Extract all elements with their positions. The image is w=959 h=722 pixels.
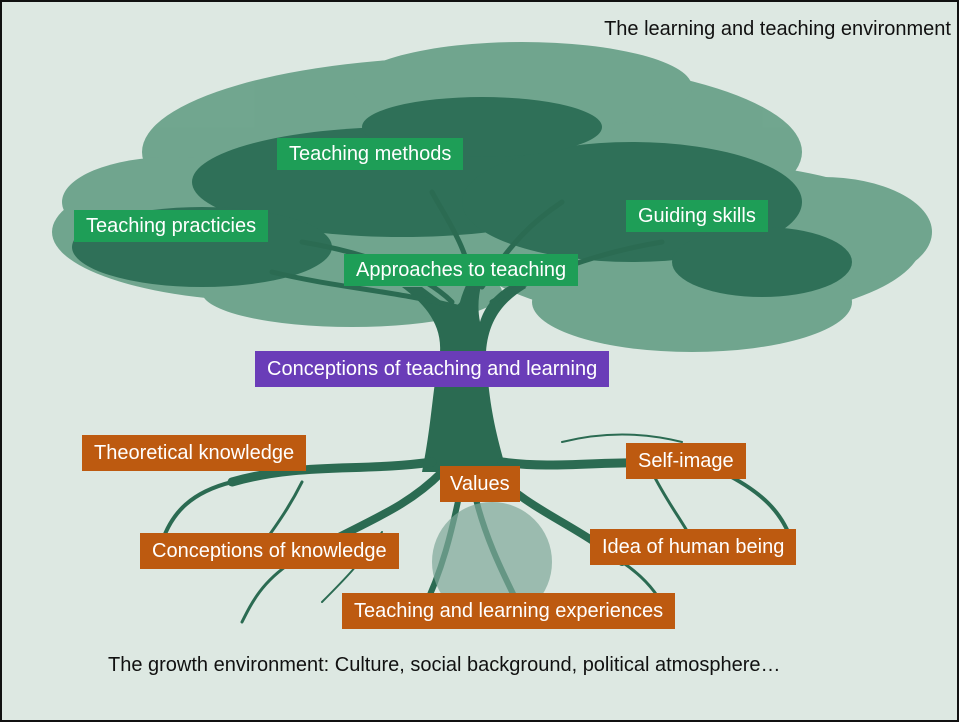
label-conceptions-of-knowledge: Conceptions of knowledge — [140, 533, 399, 569]
label-values: Values — [440, 466, 520, 502]
label-self-image: Self-image — [626, 443, 746, 479]
slide-title: The learning and teaching environment — [604, 18, 951, 40]
label-idea-of-human-being: Idea of human being — [590, 529, 797, 565]
label-guiding-skills: Guiding skills — [626, 200, 768, 232]
label-theoretical-knowledge: Theoretical knowledge — [82, 435, 307, 471]
slide-footer: The growth environment: Culture, social … — [108, 654, 781, 676]
label-teaching-methods: Teaching methods — [277, 138, 464, 170]
label-teaching-and-learning-experiences: Teaching and learning experiences — [342, 593, 676, 629]
label-teaching-practices: Teaching practicies — [74, 210, 269, 242]
label-approaches-to-teaching: Approaches to teaching — [344, 254, 579, 286]
label-conceptions-of-teaching-and-learning: Conceptions of teaching and learning — [255, 351, 610, 387]
root-bulb — [432, 502, 552, 622]
